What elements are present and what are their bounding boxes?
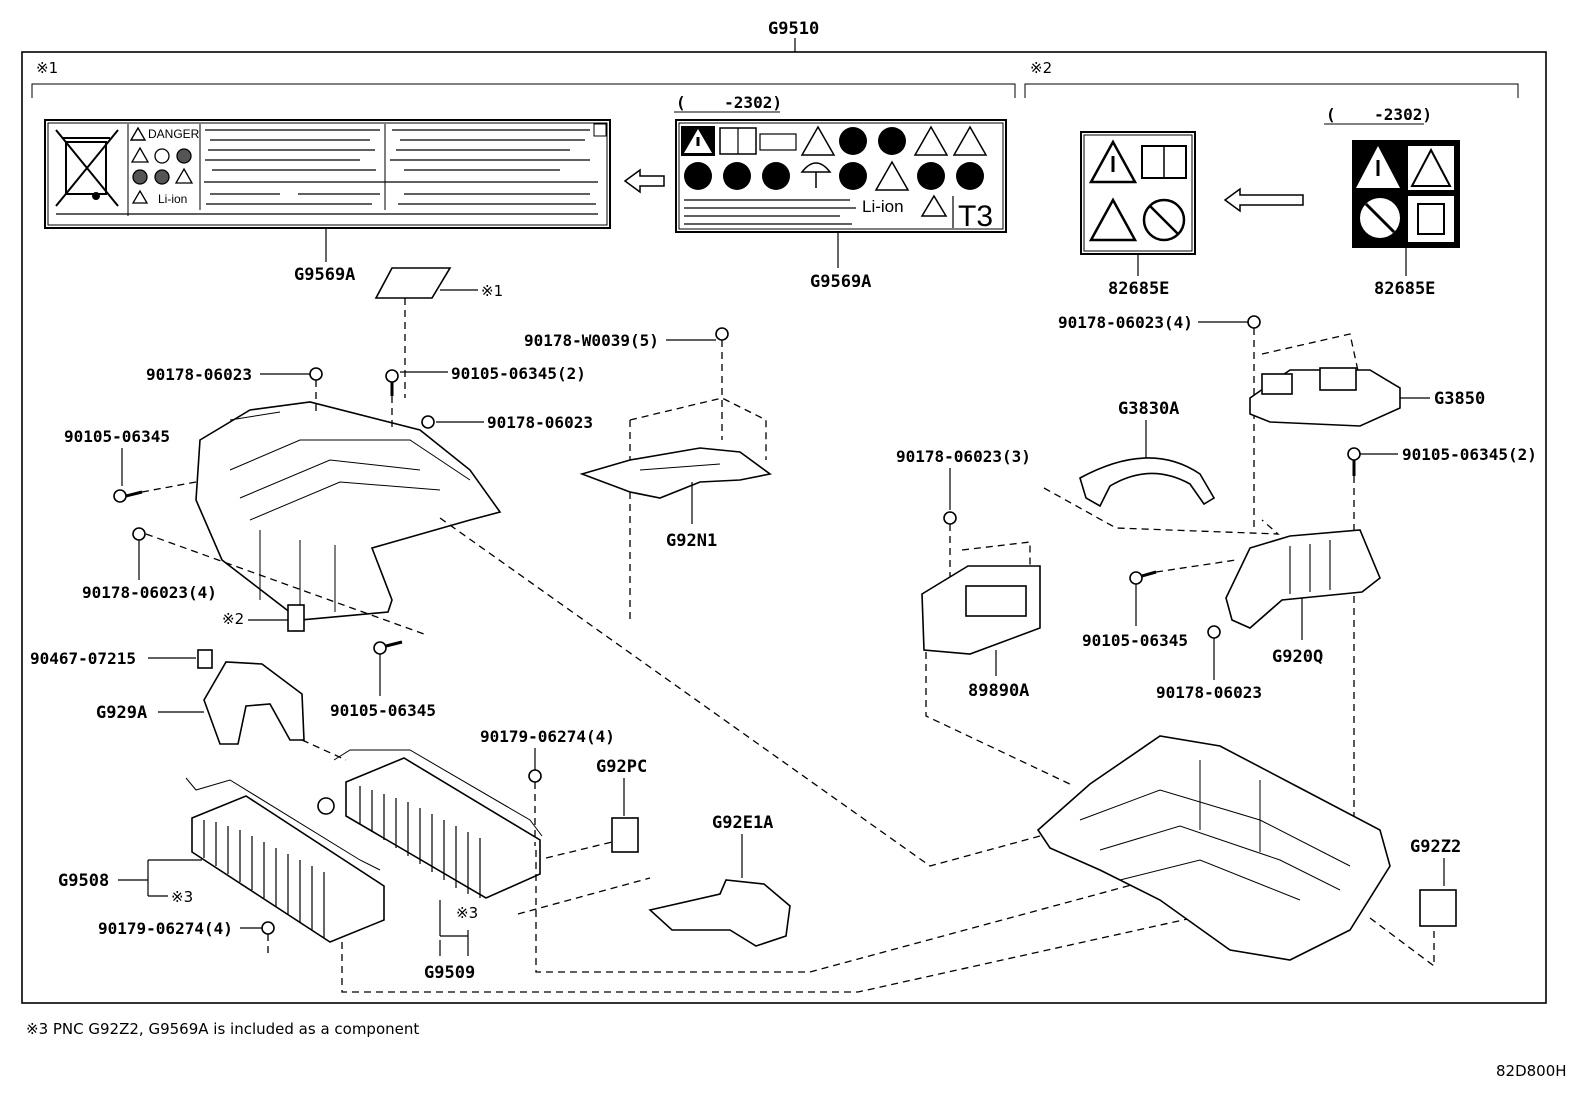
label-g92e1a: G92E1A — [712, 813, 773, 833]
small-label-sticker[interactable] — [374, 267, 452, 299]
bracket-g92pc[interactable] — [611, 817, 639, 853]
arrow-left-icon — [623, 168, 665, 194]
date-range-2: ( -2302) — [1326, 105, 1432, 124]
li-ion-large-text: Li-ion — [862, 197, 904, 216]
danger-text: DANGER — [148, 127, 200, 141]
nut-90178-06023-4[interactable] — [132, 527, 146, 541]
recycle-icon — [920, 194, 948, 217]
warning-triangle-icon — [129, 126, 147, 141]
bolt-90105-06345-a[interactable] — [113, 489, 143, 503]
small-caution-sticker[interactable] — [287, 604, 305, 632]
label-g929a: G929A — [96, 703, 147, 723]
label-g9509: G9509 — [424, 963, 475, 983]
lower-battery-tray[interactable] — [1036, 735, 1391, 961]
nut-90178-06023-c[interactable] — [1207, 625, 1221, 639]
label-90179-06274-4b: 90179-06274(4) — [98, 919, 233, 938]
clip-90467-07215[interactable] — [197, 649, 213, 669]
group2-mark: ※2 — [1030, 59, 1052, 77]
warning-label-right[interactable]: Li-ion T3 — [675, 119, 1007, 233]
label-90179-06274-4a: 90179-06274(4) — [480, 727, 615, 746]
label-89890a: 89890A — [968, 681, 1029, 701]
hazard-symbol-row-2 — [684, 160, 984, 191]
label-90105-06345-2b: 90105-06345(2) — [1402, 445, 1537, 464]
label-90178-06023-a: 90178-06023 — [146, 365, 252, 384]
label-g3850: G3850 — [1434, 389, 1485, 409]
note3-ref-a: ※3 — [171, 888, 193, 906]
caution-sticker-old[interactable] — [1352, 140, 1460, 248]
label-90467-07215: 90467-07215 — [30, 649, 136, 668]
nut-90178-w0039[interactable] — [715, 327, 729, 341]
bolt-90105-06345-b[interactable] — [373, 640, 403, 655]
li-ion-small-text: Li-ion — [158, 192, 187, 206]
bolt-90105-06345-c[interactable] — [1129, 570, 1157, 585]
note2-ref: ※2 — [222, 610, 244, 628]
label-90178-06023-c: 90178-06023 — [1156, 683, 1262, 702]
label-g9569a-left: G9569A — [294, 265, 355, 285]
hazard-icons-grid — [130, 146, 194, 204]
warning-label-left[interactable]: DANGER Li-ion — [44, 119, 611, 229]
upper-battery-cover[interactable] — [195, 401, 502, 621]
nut-90178-06023-4r[interactable] — [1247, 315, 1261, 329]
label-82685e-right: 82685E — [1374, 279, 1435, 299]
label-g92n1: G92N1 — [666, 531, 717, 551]
label-g9569a-right: G9569A — [810, 272, 871, 292]
label-90178-06023-b: 90178-06023 — [487, 413, 593, 432]
high-voltage-icon — [1410, 147, 1452, 187]
duct-g929a[interactable] — [203, 661, 305, 745]
duct-g92e1a[interactable] — [648, 879, 791, 947]
bracket-g92n1[interactable] — [579, 447, 772, 499]
battery-stack-g9508[interactable] — [185, 777, 385, 943]
caution-sticker-new[interactable] — [1080, 131, 1196, 255]
nut-90178-06023-b[interactable] — [421, 415, 435, 429]
assembly-label: G9510 — [768, 19, 819, 39]
label-90178-06023-4: 90178-06023(4) — [82, 583, 217, 602]
label-fine-print — [684, 199, 856, 225]
note3-ref-b: ※3 — [456, 904, 478, 922]
diagram-frame — [21, 51, 1547, 1004]
group1-mark: ※1 — [36, 59, 58, 77]
bolt-90105-06345-2a[interactable] — [385, 369, 399, 396]
drawing-code: 82D800H — [1496, 1062, 1567, 1080]
nut-90179-06274-4b[interactable] — [261, 921, 275, 935]
hazard-symbol-row-1 — [681, 125, 988, 156]
bolt-90105-06345-2b[interactable] — [1347, 447, 1361, 476]
arrow-left-icon-2 — [1223, 187, 1304, 213]
label-90178-06023-4r: 90178-06023(4) — [1058, 313, 1193, 332]
date-range-1: ( -2302) — [676, 93, 782, 112]
label-90105-06345-a: 90105-06345 — [64, 427, 170, 446]
label-90105-06345-c: 90105-06345 — [1082, 631, 1188, 650]
nut-90179-06274-4a[interactable] — [528, 769, 542, 783]
label-90178-w0039: 90178-W0039(5) — [524, 331, 659, 350]
label-82685e-left: 82685E — [1108, 279, 1169, 299]
high-voltage-icon — [1088, 197, 1138, 242]
label-g92pc: G92PC — [596, 757, 647, 777]
label-g920q: G920Q — [1272, 647, 1323, 667]
relay-block-g3850[interactable] — [1249, 367, 1401, 427]
label-90178-06023-3: 90178-06023(3) — [896, 447, 1031, 466]
footnote: ※3 PNC G92Z2, G9569A is included as a co… — [26, 1020, 419, 1038]
wire-harness-g3830a[interactable] — [1079, 457, 1216, 508]
note1-ref: ※1 — [481, 282, 503, 300]
bracket-g92z2[interactable] — [1419, 889, 1457, 927]
ecu-89890a[interactable] — [921, 565, 1041, 655]
label-90105-06345-b: 90105-06345 — [330, 701, 436, 720]
label-90105-06345-2a: 90105-06345(2) — [451, 364, 586, 383]
label-g3830a: G3830A — [1118, 399, 1179, 419]
label-g92z2: G92Z2 — [1410, 837, 1461, 857]
t3-text: T3 — [958, 200, 993, 233]
battery-stack-g9509[interactable] — [317, 749, 543, 899]
label-g9508: G9508 — [58, 871, 109, 891]
nut-90178-06023-a[interactable] — [309, 367, 323, 381]
fine-print-lines — [56, 129, 598, 215]
cover-g920q[interactable] — [1225, 529, 1381, 629]
nut-90178-06023-3[interactable] — [943, 511, 957, 525]
crossed-bin-icon — [55, 129, 119, 207]
